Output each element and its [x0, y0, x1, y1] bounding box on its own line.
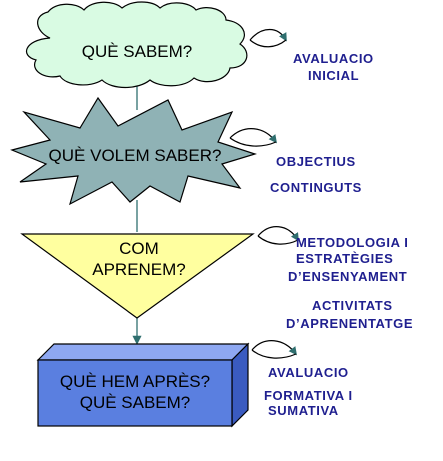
side-arrow-3 [257, 226, 299, 242]
note-continguts: CONTINGUTS [270, 180, 362, 195]
note-aprenentatge: D’APRENENTATGE [286, 316, 413, 331]
box-label-line1: QUÈ HEM APRÈS? [60, 372, 210, 391]
side-arrow-2 [229, 128, 278, 144]
starburst-shape [10, 96, 258, 206]
starburst-label: QUÈ VOLEM SABER? [49, 146, 222, 165]
side-arrow-2-back [229, 137, 277, 147]
note-activitats: ACTIVITATS [312, 298, 393, 313]
note-metodologia: METODOLOGIA I [296, 235, 409, 250]
note-estrategies: ESTRATÈGIES [296, 251, 393, 266]
box-front-face [37, 359, 233, 427]
note-avaluacio-formativa-line2: FORMATIVA I [264, 388, 353, 403]
note-avaluacio-inicial-line1: AVALUACIO [293, 51, 374, 66]
note-objectius: OBJECTIUS [276, 154, 356, 169]
triangle-shape [20, 233, 255, 319]
note-ensenyament: D’ENSENYAMENT [288, 269, 407, 284]
box-top-face [36, 343, 250, 361]
side-arrow-4-back [251, 349, 297, 359]
side-arrow-3-back [257, 235, 299, 245]
triangle-label-line1: COM [119, 239, 159, 258]
note-avaluacio-formativa-line3: SUMATIVA [268, 403, 339, 418]
note-avaluacio-inicial-line2: INICIAL [308, 68, 359, 83]
note-avaluacio-formativa-line1: AVALUACIO [268, 365, 349, 380]
cloud-label: QUÈ SABEM? [82, 42, 193, 61]
triangle-label-line2: APRENEM? [92, 260, 186, 279]
side-arrow-1 [249, 28, 287, 42]
side-arrow-4 [251, 340, 298, 356]
box-label-line2: QUÈ SABEM? [80, 393, 191, 412]
cloud-shape [25, 1, 248, 89]
side-arrow-1-back [249, 39, 287, 48]
